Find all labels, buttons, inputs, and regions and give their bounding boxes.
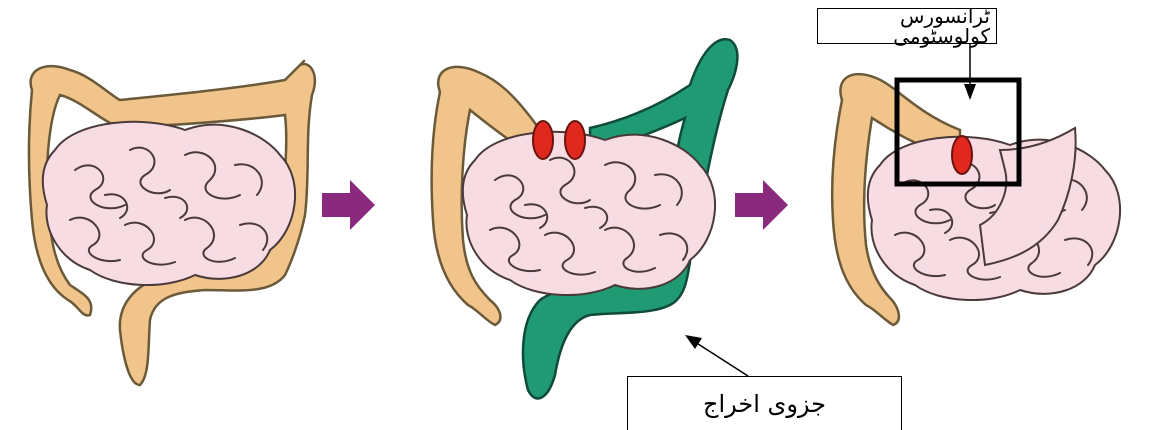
stoma-end: [952, 136, 972, 174]
panel-resection: [432, 39, 738, 398]
label-transverse-colostomy-text: ٹرانسورس کولوسٹومی: [818, 6, 990, 46]
panel-colostomy: [832, 74, 1120, 325]
label-transverse-colostomy: ٹرانسورس کولوسٹومی: [817, 8, 997, 44]
right-arrow-icon: [322, 180, 375, 230]
panel-normal-colon: [29, 61, 315, 385]
stoma-end-left: [533, 121, 553, 159]
stoma-end-right: [565, 121, 585, 159]
callout-pointer-bottom: [685, 335, 748, 376]
label-partial-resection: جزوی اخراج: [627, 376, 902, 430]
right-arrow-icon: [735, 180, 788, 230]
label-partial-resection-text: جزوی اخراج: [703, 392, 826, 416]
